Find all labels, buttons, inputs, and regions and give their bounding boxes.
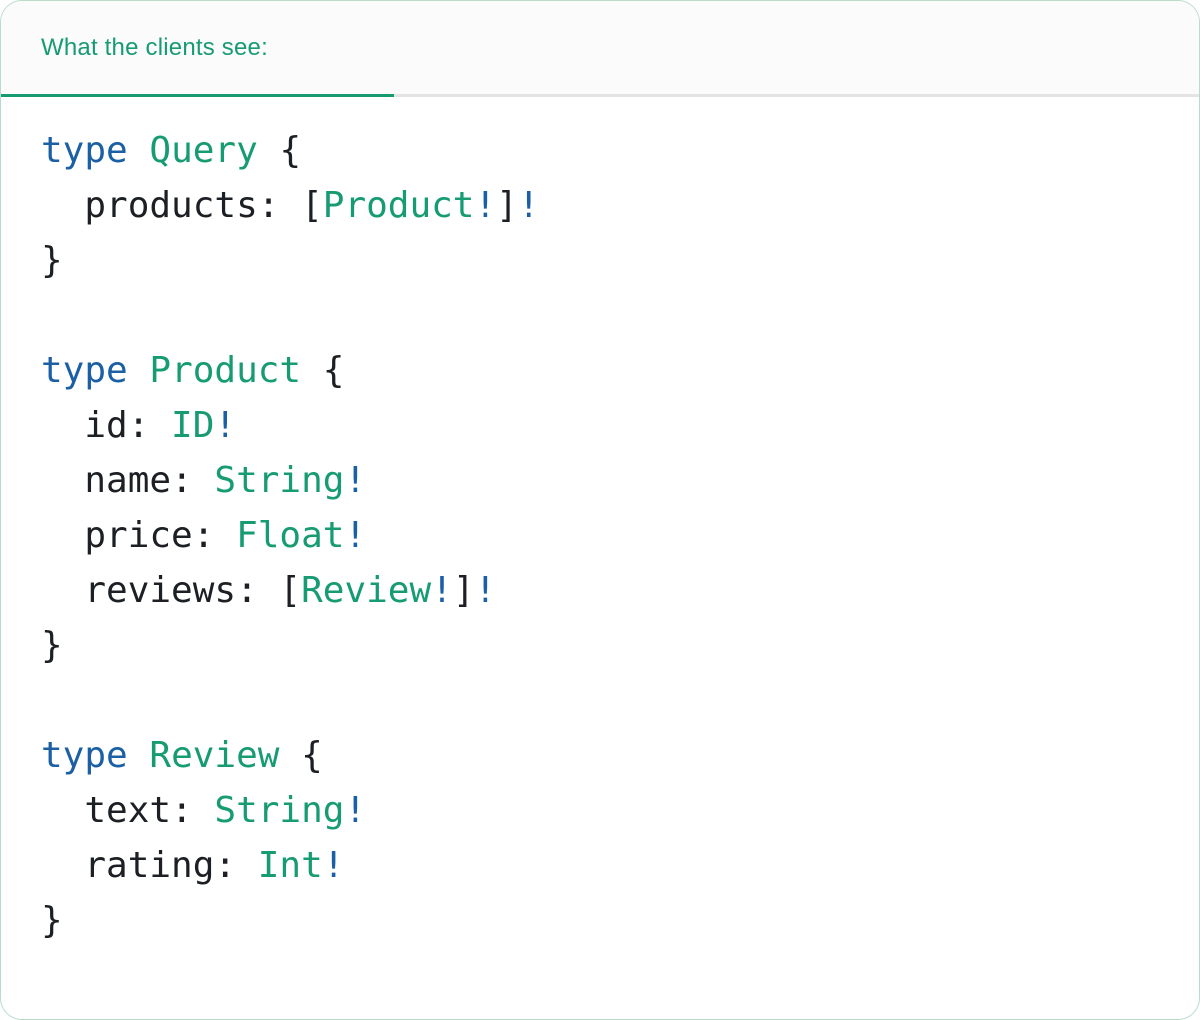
code-token-type: Product — [149, 350, 302, 391]
code-token-type: String — [214, 790, 345, 831]
code-token-type: Query — [149, 130, 258, 171]
code-token-bang: ! — [474, 570, 497, 611]
code-line: rating: Int! — [41, 838, 1159, 893]
code-token-plain: } — [41, 900, 63, 941]
code-line: type Product { — [41, 343, 1159, 398]
code-token-plain — [128, 350, 150, 391]
code-token-plain: } — [41, 240, 63, 281]
code-token-bang: ! — [344, 790, 367, 831]
code-token-plain: name: — [41, 460, 215, 501]
code-line: } — [41, 618, 1159, 673]
code-token-plain: ] — [452, 570, 475, 611]
code-token-plain: { — [279, 735, 323, 776]
panel-header: What the clients see: — [1, 1, 1199, 97]
code-token-kw: type — [41, 735, 128, 776]
code-token-bang: ! — [474, 185, 497, 226]
code-token-plain: text: — [41, 790, 215, 831]
code-line: id: ID! — [41, 398, 1159, 453]
code-token-plain — [128, 735, 150, 776]
code-token-plain: price: — [41, 515, 237, 556]
code-token-type: Review — [149, 735, 280, 776]
code-token-bang: ! — [517, 185, 540, 226]
code-token-plain: id: — [41, 405, 172, 446]
code-token-plain — [128, 130, 150, 171]
code-line: type Query { — [41, 123, 1159, 178]
code-line — [41, 673, 1159, 728]
code-token-type: Review — [301, 570, 432, 611]
code-token-type: Float — [236, 515, 345, 556]
code-token-bang: ! — [344, 460, 367, 501]
code-token-type: Product — [322, 185, 475, 226]
active-tab-indicator — [1, 94, 394, 97]
code-line: } — [41, 233, 1159, 288]
code-token-bang: ! — [344, 515, 367, 556]
code-line: reviews: [Review!]! — [41, 563, 1159, 618]
code-line: } — [41, 893, 1159, 948]
code-line — [41, 288, 1159, 343]
code-token-plain: ] — [496, 185, 518, 226]
code-line: products: [Product!]! — [41, 178, 1159, 233]
code-token-type: ID — [171, 405, 215, 446]
code-token-bang: ! — [322, 845, 345, 886]
code-line: name: String! — [41, 453, 1159, 508]
tab-what-clients-see[interactable]: What the clients see: — [1, 1, 394, 97]
code-token-kw: type — [41, 130, 128, 171]
tab-label: What the clients see: — [41, 33, 268, 61]
code-token-bang: ! — [431, 570, 453, 611]
code-token-type: Int — [257, 845, 323, 886]
code-block: type Query { products: [Product!]!} type… — [1, 97, 1199, 948]
code-token-plain: rating: — [41, 845, 258, 886]
code-line: type Review { — [41, 728, 1159, 783]
code-token-plain: reviews: [ — [41, 570, 302, 611]
code-line: price: Float! — [41, 508, 1159, 563]
code-token-plain: { — [301, 350, 345, 391]
code-token-kw: type — [41, 350, 128, 391]
code-token-plain: products: [ — [41, 185, 323, 226]
code-token-type: String — [214, 460, 345, 501]
code-token-bang: ! — [214, 405, 237, 446]
code-token-plain: } — [41, 625, 63, 666]
code-token-plain: { — [257, 130, 302, 171]
code-line: text: String! — [41, 783, 1159, 838]
